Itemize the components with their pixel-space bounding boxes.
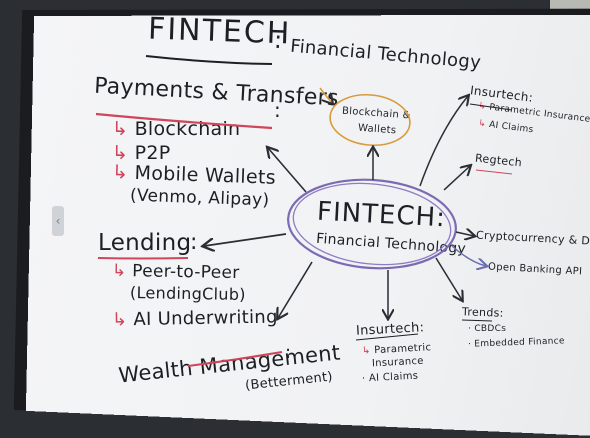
- arrow-to-payments: [268, 148, 307, 193]
- blockchain-oval: [329, 93, 411, 147]
- payments-colon: :: [274, 98, 282, 122]
- arrow-to-open-banking: [451, 245, 486, 266]
- lending-underline: [97, 257, 189, 260]
- insurtech-bottom-underline: [355, 333, 419, 341]
- arrow-to-lending: [204, 233, 287, 246]
- wealth-underline: [187, 351, 283, 367]
- center-oval-outer: [287, 178, 457, 270]
- arrow-to-insurtech-top: [419, 96, 468, 187]
- arrow-to-trends: [435, 257, 462, 300]
- lending-colon: :: [190, 230, 198, 255]
- lending-heading: Lending: [98, 230, 192, 256]
- arrow-to-regtech: [443, 166, 470, 191]
- title-underline: [145, 55, 273, 65]
- wealth-colon: :: [285, 342, 292, 363]
- orange-arrow: [319, 87, 332, 103]
- photo-scene: ‹ FINTECH : Financial Technology Payment…: [13, 0, 590, 438]
- regtech-underline: [475, 169, 513, 175]
- center-oval-inner: [292, 182, 452, 266]
- screen-side-tab[interactable]: ‹: [52, 206, 64, 236]
- arrow-to-crypto: [455, 232, 474, 236]
- trends-underline: [461, 319, 493, 322]
- payments-item-p2p: ↳ P2P: [112, 142, 171, 164]
- arrow-to-wealth: [278, 261, 313, 318]
- diagram-strokes: [95, 55, 513, 367]
- trends-item-cbdcs: · CBDCs: [468, 324, 507, 334]
- payments-underline: [95, 112, 273, 130]
- insurtech-top-underline: [469, 103, 513, 111]
